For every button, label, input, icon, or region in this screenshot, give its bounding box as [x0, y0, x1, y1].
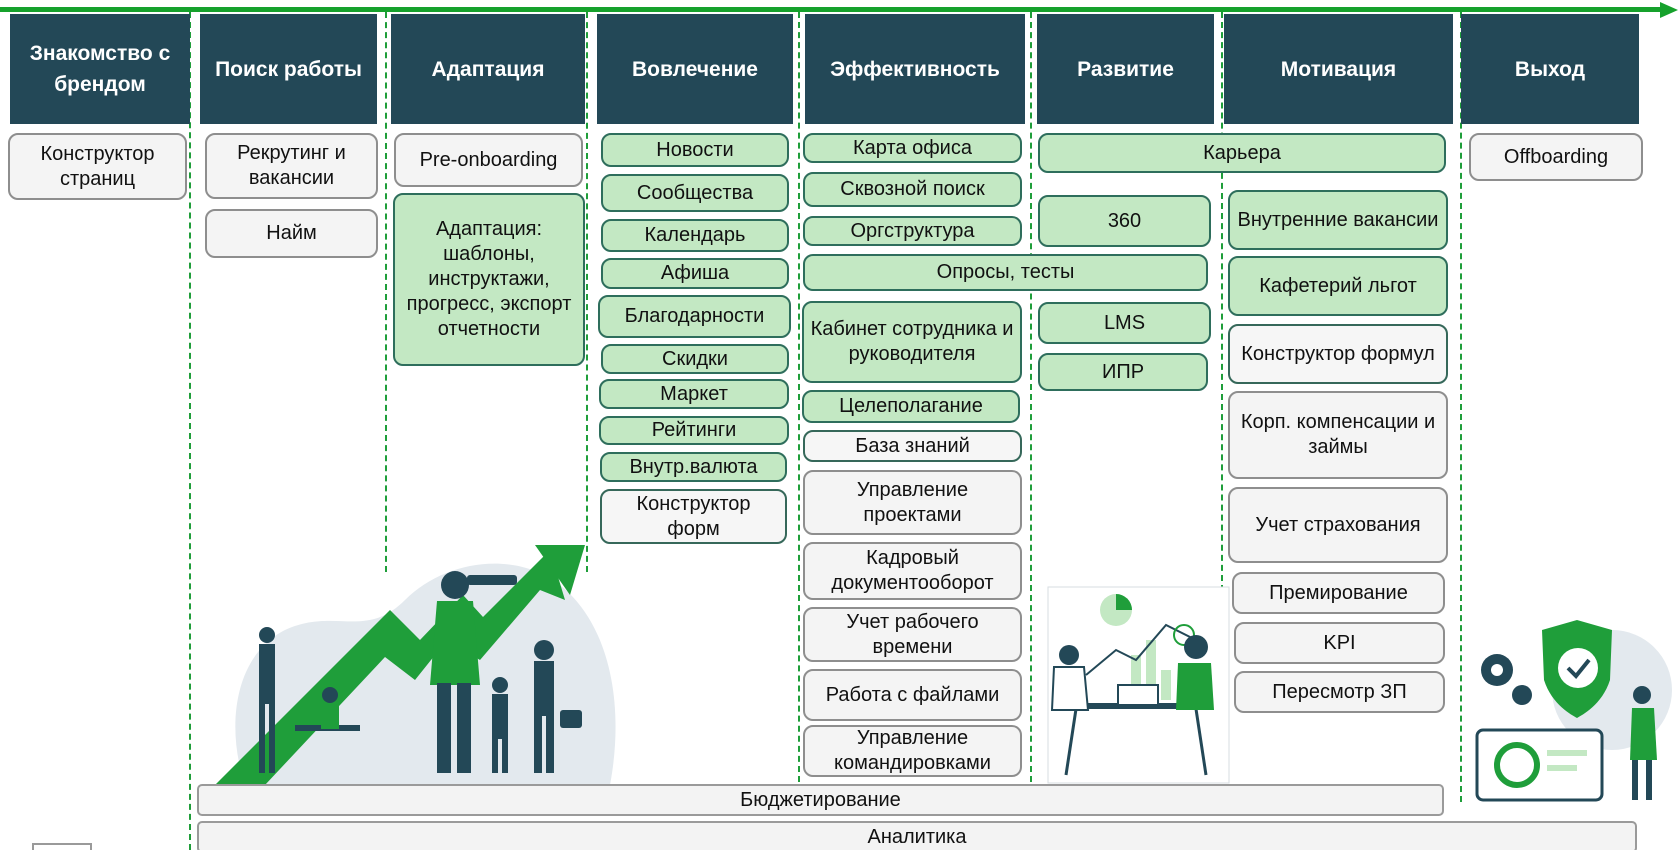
item-market: Маркет: [599, 379, 789, 409]
item-corp-compensation: Корп. компенсации и займы: [1228, 391, 1448, 479]
bar-budgeting: Бюджетирование: [197, 784, 1444, 816]
item-360: 360: [1038, 195, 1211, 247]
item-business-trips: Управление командировками: [803, 725, 1022, 777]
column-header-efficiency: Эффективность: [805, 14, 1025, 124]
column-header-search: Поиск работы: [200, 14, 377, 124]
item-ratings: Рейтинги: [599, 416, 789, 445]
bar-analytics: Аналитика: [197, 821, 1637, 850]
column-header-brand: Знакомство с брендом: [10, 14, 190, 124]
item-events-poster: Афиша: [601, 258, 789, 289]
item-knowledge-base: База знаний: [803, 430, 1022, 462]
column-header-engagement: Вовлечение: [597, 14, 793, 124]
column-divider: [189, 12, 191, 850]
item-career: Карьера: [1038, 133, 1446, 173]
timeline-arrow-line: [0, 7, 1662, 12]
item-discounts: Скидки: [601, 344, 789, 374]
item-communities: Сообщества: [601, 174, 789, 212]
item-org-structure: Оргструктура: [803, 216, 1022, 246]
meeting-analytics-illustration: [1047, 586, 1230, 784]
item-hr-document-flow: Кадровый документооборот: [803, 542, 1022, 600]
item-internal-vacancies: Внутренние вакансии: [1228, 190, 1448, 250]
item-hiring: Найм: [205, 209, 378, 258]
item-pre-onboarding: Pre-onboarding: [394, 133, 583, 187]
column-divider: [1030, 12, 1032, 782]
item-office-map: Карта офиса: [803, 133, 1022, 163]
item-calendar: Календарь: [601, 219, 789, 252]
item-project-management: Управление проектами: [803, 470, 1022, 535]
column-divider: [586, 12, 588, 572]
column-divider: [1221, 12, 1223, 782]
item-salary-review: Пересмотр ЗП: [1234, 671, 1445, 713]
column-header-adaptation: Адаптация: [391, 14, 585, 124]
item-lms: LMS: [1038, 302, 1211, 344]
column-divider: [798, 12, 800, 782]
item-news: Новости: [601, 133, 789, 167]
item-thanks: Благодарности: [598, 295, 791, 338]
item-ipr: ИПР: [1038, 353, 1208, 391]
item-page-builder: Конструктор страниц: [8, 133, 187, 200]
item-adaptation-templates: Адаптация: шаблоны, инструктажи, прогрес…: [393, 193, 585, 366]
growth-team-illustration: [215, 545, 616, 785]
corner-frame: [32, 843, 92, 850]
item-recruiting: Рекрутинг и вакансии: [205, 133, 378, 199]
item-formula-builder: Конструктор формул: [1228, 324, 1448, 384]
timeline-arrow-head-icon: [1660, 2, 1678, 18]
column-divider: [385, 12, 387, 572]
security-shield-illustration: [1475, 620, 1672, 802]
column-divider: [1460, 12, 1462, 802]
item-time-tracking: Учет рабочего времени: [803, 607, 1022, 662]
item-file-work: Работа с файлами: [803, 669, 1022, 721]
item-form-builder: Конструктор форм: [600, 489, 787, 544]
column-header-motivation: Мотивация: [1224, 14, 1453, 124]
column-header-development: Развитие: [1037, 14, 1214, 124]
item-offboarding: Offboarding: [1469, 133, 1643, 181]
item-global-search: Сквозной поиск: [803, 172, 1022, 207]
column-header-exit: Выход: [1461, 14, 1639, 124]
item-kpi: KPI: [1234, 622, 1445, 664]
item-benefits-cafeteria: Кафетерий льгот: [1228, 256, 1448, 316]
item-employee-cabinet: Кабинет сотрудника и руководителя: [802, 301, 1022, 383]
item-goal-setting: Целеполагание: [802, 390, 1020, 423]
item-bonuses: Премирование: [1232, 572, 1445, 614]
item-internal-currency: Внутр.валюта: [600, 452, 787, 482]
item-surveys-tests: Опросы, тесты: [803, 254, 1208, 291]
item-insurance: Учет страхования: [1228, 487, 1448, 563]
